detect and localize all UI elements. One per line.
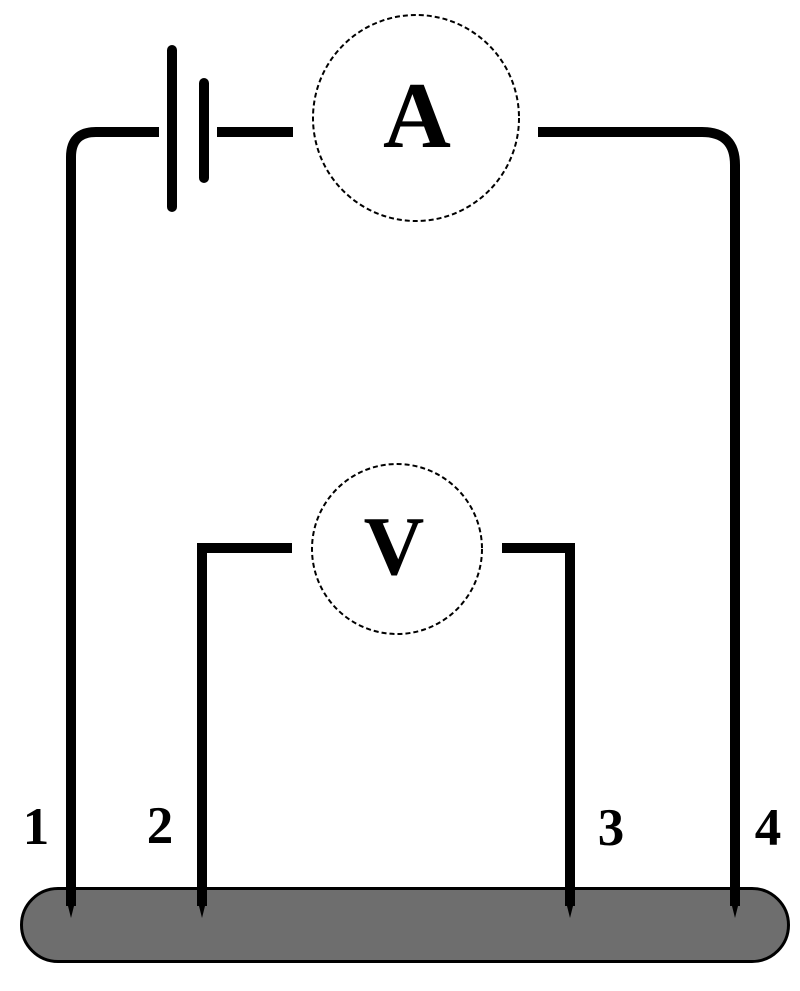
- probe-tip-2: [197, 898, 207, 918]
- probe-label-1: 1: [22, 797, 50, 856]
- wire-group: [66, 127, 740, 906]
- battery-short-plate-icon: [199, 78, 209, 183]
- ammeter-label: A: [383, 64, 451, 169]
- wire-left-current-lead-probe-1: [66, 127, 159, 906]
- probe-label-4: 4: [754, 798, 782, 857]
- probe-tip-1: [66, 898, 76, 918]
- probe-label-2: 2: [146, 796, 174, 855]
- voltmeter-label: V: [363, 500, 425, 594]
- wire-voltmeter-right-lead-probe-3: [502, 543, 575, 906]
- battery-and-probe-tips: [66, 45, 740, 918]
- ammeter-circle: [312, 14, 520, 222]
- probe-tip-3: [565, 898, 575, 918]
- probe-tip-4: [730, 898, 740, 918]
- meter-circles: [311, 14, 520, 635]
- battery-long-plate-icon: [167, 45, 177, 212]
- wire-voltmeter-left-lead-probe-2: [197, 543, 292, 906]
- voltmeter-circle: [311, 463, 483, 635]
- probe-label-3: 3: [597, 798, 625, 857]
- sample-bar: [20, 887, 790, 963]
- wire-right-current-lead-probe-4: [538, 127, 740, 906]
